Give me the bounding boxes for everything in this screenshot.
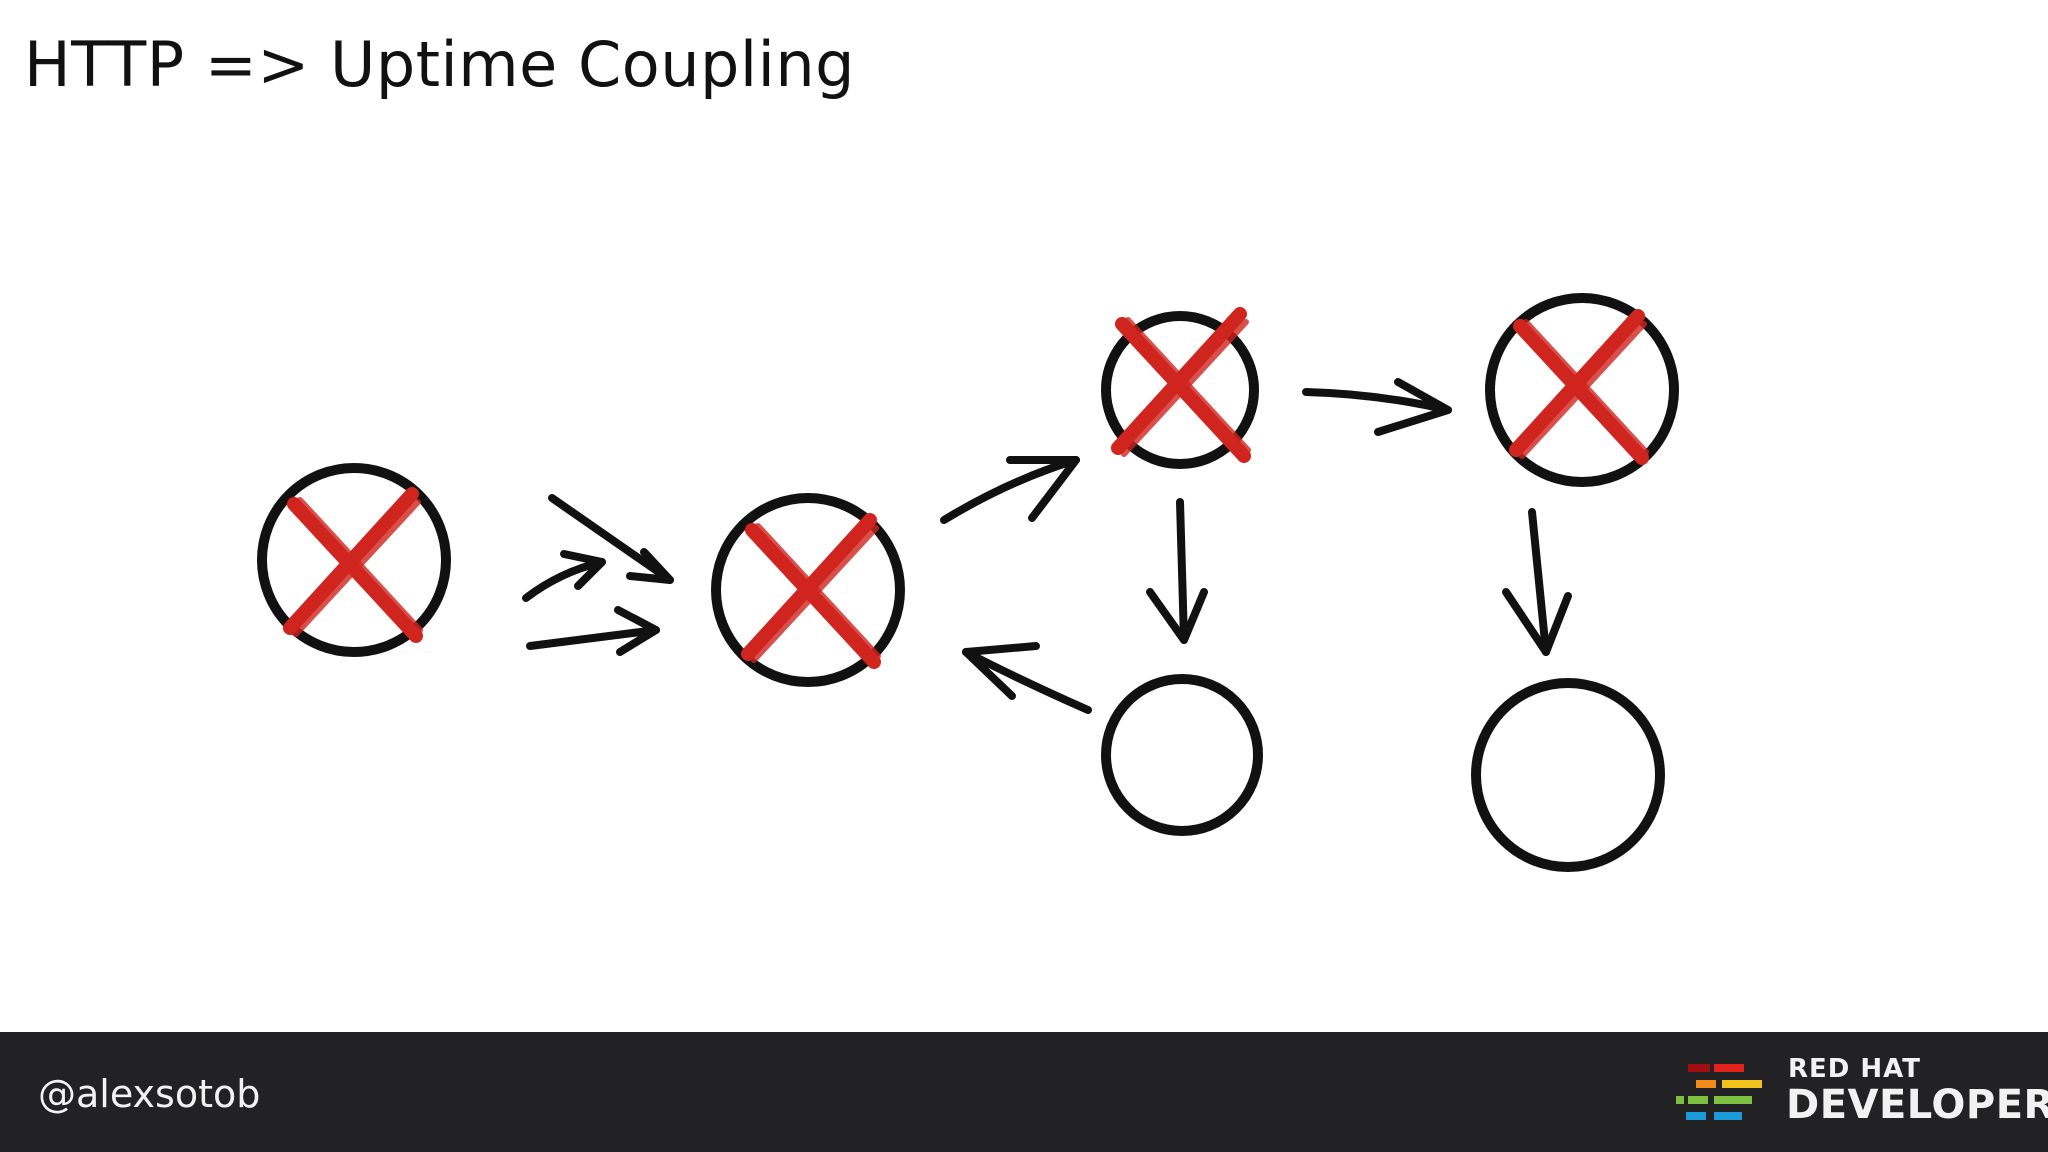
logo-bars-icon	[1676, 1064, 1762, 1120]
footer-bar: @alexsotob RED HAT DEVELOPER	[0, 1032, 2048, 1152]
arrow-in-1	[548, 494, 674, 584]
service-node-4	[1485, 293, 1679, 487]
red-hat-developer-logo: RED HAT DEVELOPER	[1676, 1054, 2048, 1134]
brand-bottom-text: DEVELOPER	[1786, 1082, 2048, 1128]
arrow-in-2	[522, 550, 606, 602]
slide-title: HTTP => Uptime Coupling	[24, 28, 855, 101]
service-node-6	[1471, 678, 1665, 872]
service-node-2	[711, 493, 905, 687]
failure-cross-icon	[290, 494, 420, 636]
arrow-n4-to-n6	[1502, 508, 1572, 656]
arrow-n3-to-n4	[1302, 378, 1452, 436]
coupling-diagram	[257, 293, 1679, 872]
failure-cross-icon	[748, 520, 878, 662]
brand-top-text: RED HAT	[1788, 1054, 1922, 1084]
failure-cross-icon	[1118, 314, 1248, 456]
author-handle: @alexsotob	[38, 1072, 261, 1116]
arrow-in-3	[526, 606, 660, 656]
service-node-3	[1101, 314, 1259, 469]
service-node-1	[257, 463, 451, 657]
arrow-n2-to-n3	[940, 456, 1080, 524]
failure-cross-icon	[1516, 316, 1646, 458]
arrow-n5-to-n2	[962, 642, 1092, 714]
arrow-n3-to-n5	[1146, 498, 1208, 644]
service-node-5	[1101, 674, 1263, 836]
